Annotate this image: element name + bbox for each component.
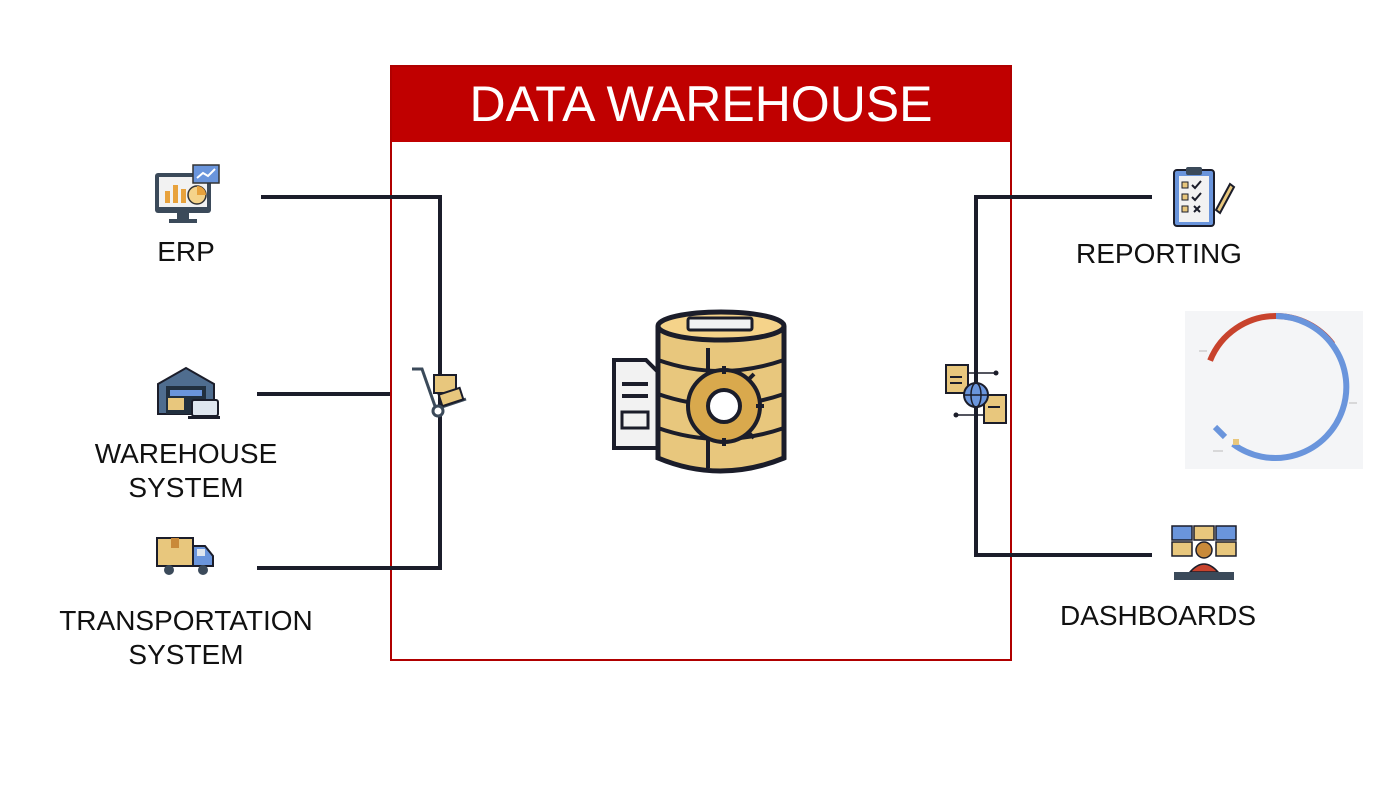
reporting-label: REPORTING [1076, 238, 1242, 269]
donut-chart-thumbnail [1185, 311, 1363, 469]
warehouse-system-label: WAREHOUSE SYSTEM [76, 437, 296, 505]
data-warehouse-title: DATA WAREHOUSE [392, 67, 1010, 142]
warehouse-label-line1: WAREHOUSE [94, 438, 278, 469]
transport-label-line1: TRANSPORTATION [59, 605, 313, 636]
dashboard-operator-icon [1171, 525, 1237, 580]
data-exchange-globe-icon [945, 364, 1007, 424]
transportation-system-label: TRANSPORTATION SYSTEM [46, 604, 326, 672]
transport-label-line2: SYSTEM [128, 639, 244, 670]
data-warehouse-box: DATA WAREHOUSE [390, 65, 1012, 661]
donut-chart-graphic [1199, 313, 1357, 461]
monitor-analytics-icon [155, 164, 220, 223]
warehouse-building-icon [157, 366, 220, 419]
erp-label: ERP [157, 236, 215, 267]
hand-truck-icon [412, 367, 467, 418]
delivery-truck-icon [156, 537, 214, 575]
database-gear-icon [612, 309, 787, 474]
dashboards-label: DASHBOARDS [1059, 600, 1257, 631]
clipboard-checklist-icon [1173, 167, 1236, 227]
warehouse-label-line2: SYSTEM [128, 472, 244, 503]
